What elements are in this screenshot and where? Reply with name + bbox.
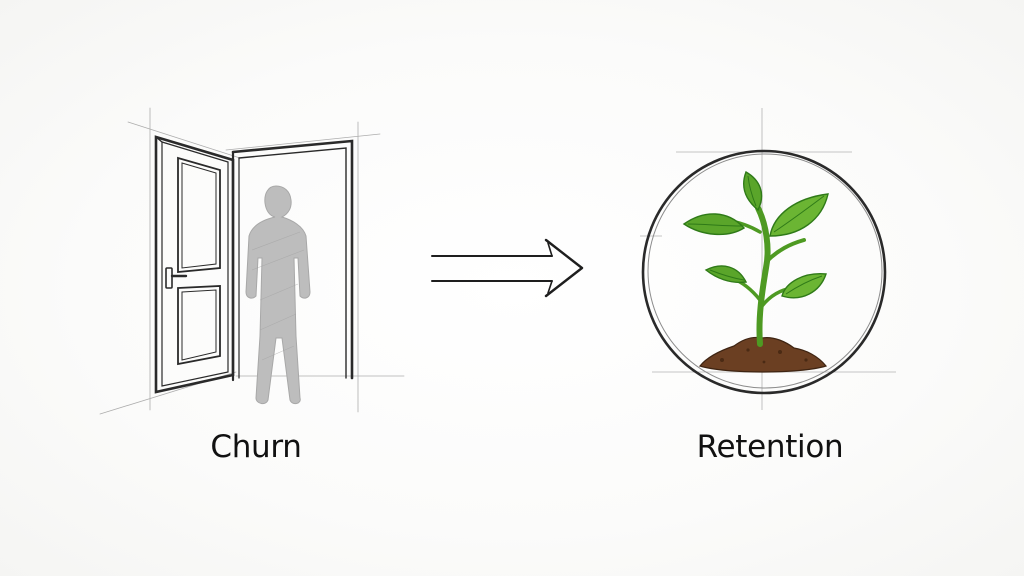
sprout-stem (755, 205, 771, 347)
person-silhouette-icon (245, 185, 311, 405)
sprout-in-circle-icon (640, 108, 896, 410)
leaf-lower-left (704, 265, 748, 284)
leaf-upper-left (682, 213, 746, 236)
churn-label: Churn (210, 429, 302, 465)
soil-mound (698, 336, 828, 373)
leaf-top (742, 170, 763, 212)
open-door-person-leaving-icon (99, 107, 405, 415)
retention-label: Retention (696, 429, 844, 465)
leaf-lower-right (781, 273, 827, 299)
double-arrow-right-icon (431, 238, 584, 298)
